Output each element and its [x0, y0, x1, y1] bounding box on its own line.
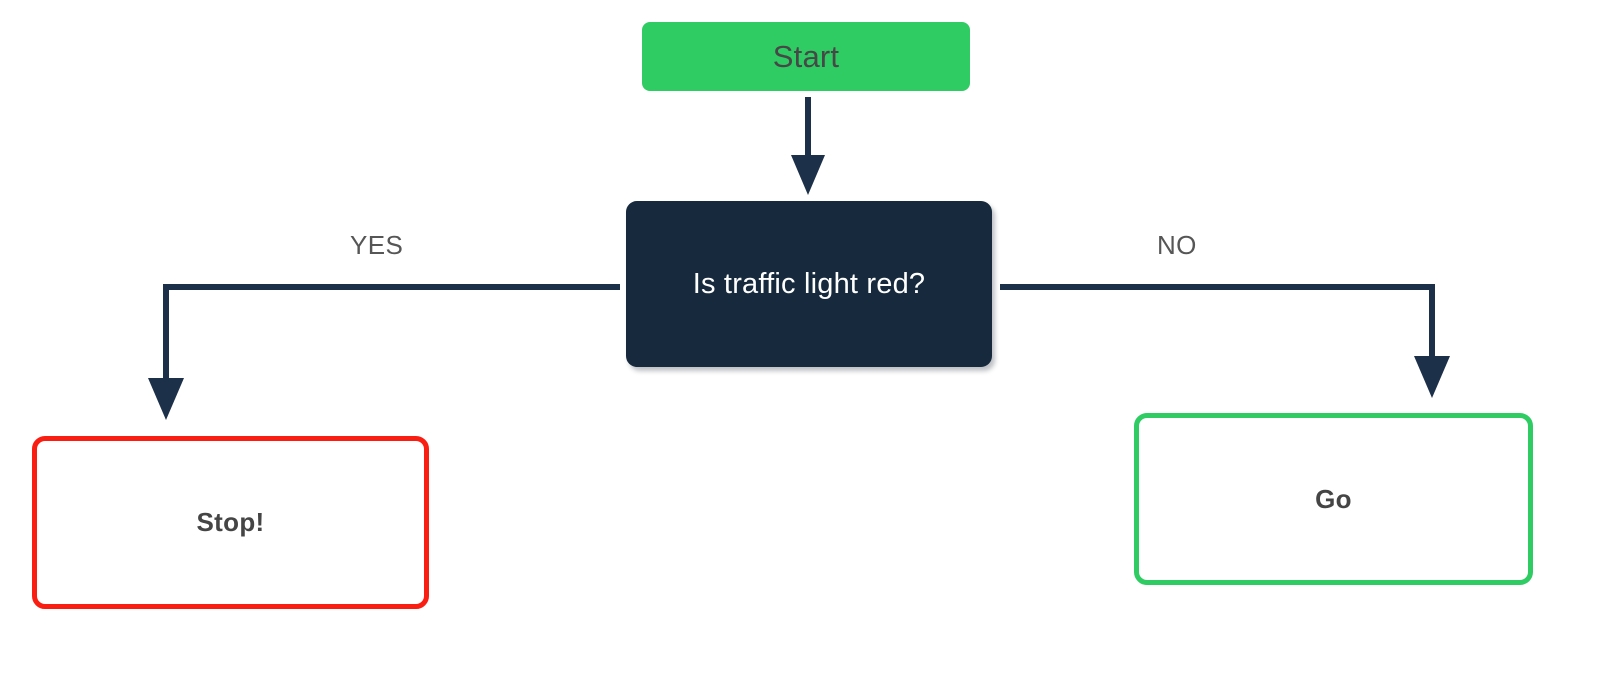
edge-start-to-decision-arrowhead: [791, 155, 825, 195]
edge-decision-to-go: [1000, 284, 1450, 398]
node-start-label: Start: [772, 38, 840, 74]
node-go[interactable]: Go: [1134, 413, 1533, 585]
edge-decision-to-go-path: [1000, 284, 1435, 360]
node-stop-label: Stop!: [196, 507, 265, 537]
edge-decision-to-stop: [148, 284, 620, 420]
node-go-label: Go: [1315, 483, 1352, 514]
node-decision[interactable]: Is traffic light red?: [626, 201, 992, 367]
node-start[interactable]: Start: [642, 22, 970, 91]
edge-decision-to-stop-arrowhead: [148, 378, 184, 420]
edge-label-no: NO: [1157, 230, 1197, 260]
node-decision-label: Is traffic light red?: [692, 267, 926, 300]
edge-label-yes: YES: [350, 230, 404, 260]
edge-start-to-decision: [791, 97, 825, 195]
edge-decision-to-stop-path: [163, 284, 620, 382]
node-stop[interactable]: Stop!: [32, 436, 429, 609]
edge-decision-to-go-arrowhead: [1414, 356, 1450, 398]
